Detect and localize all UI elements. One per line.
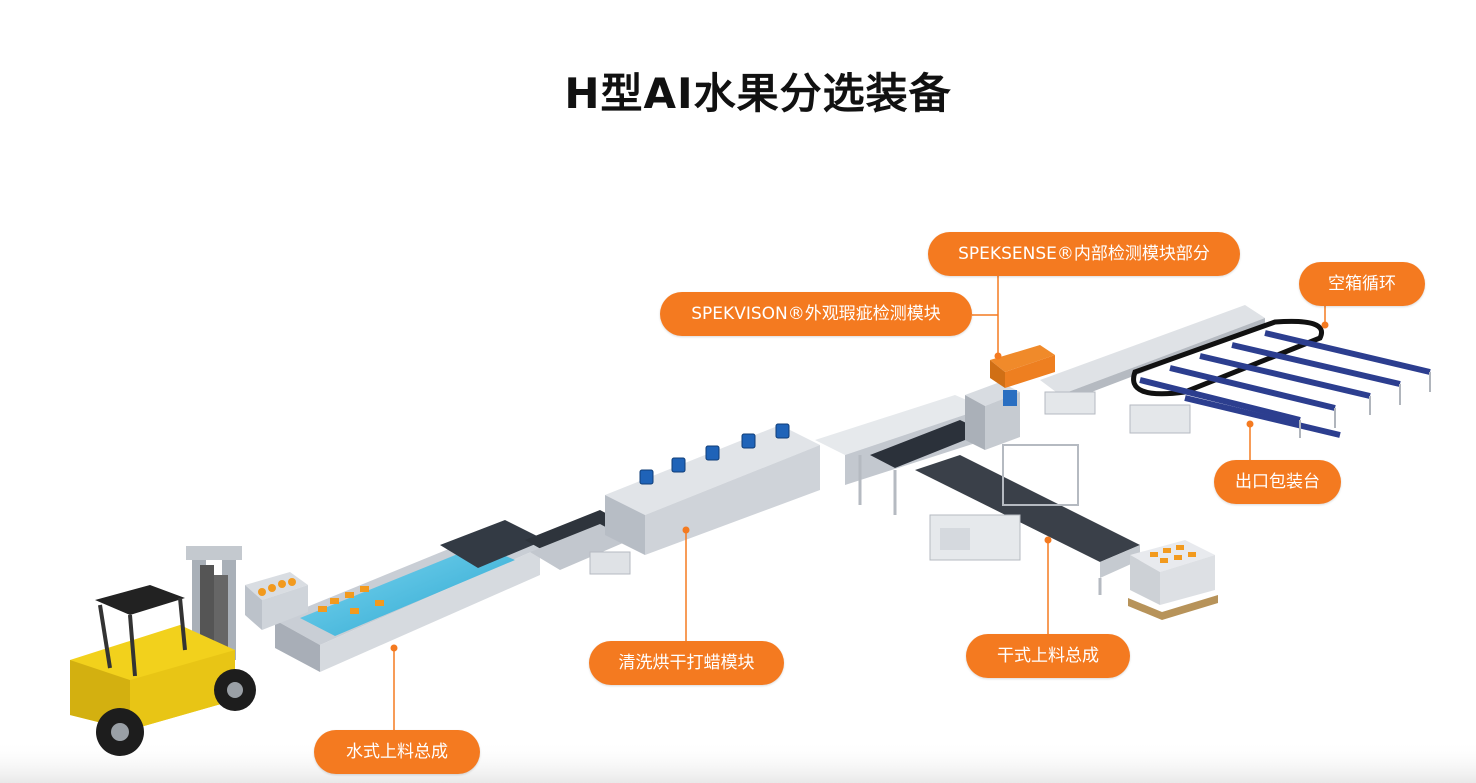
- page-title: H型AI水果分选装备: [564, 69, 952, 118]
- h-type-sorter: [1040, 305, 1431, 438]
- forklift: [70, 565, 256, 756]
- label-dry-feeding-assembly: 干式上料总成: [966, 634, 1130, 678]
- washer-infeed-conveyor: [525, 510, 631, 575]
- label-outlet-packing-table: 出口包装台: [1214, 460, 1341, 504]
- water-feeding-tank: [275, 520, 545, 672]
- label-speksense-internal-inspection: SPEKSENSE®内部检测模块部分: [928, 232, 1240, 276]
- washing-drying-module: [605, 423, 820, 555]
- label-washing-drying-waxing: 清洗烘干打蜡模块: [589, 641, 784, 685]
- callout-leaders: [393, 275, 1326, 731]
- label-water-feeding-assembly: 水式上料总成: [314, 730, 480, 774]
- inspection-module: [965, 345, 1055, 450]
- label-empty-box-circulation: 空箱循环: [1299, 262, 1425, 306]
- main-transfer-line: [815, 395, 985, 515]
- callout-anchors: [390, 321, 1329, 652]
- label-spekvison-external-inspection: SPEKVISON®外观瑕疵检测模块: [660, 292, 972, 336]
- dry-feeding-conveyor: [915, 444, 1140, 595]
- fruit-crate-stack: [1128, 540, 1218, 620]
